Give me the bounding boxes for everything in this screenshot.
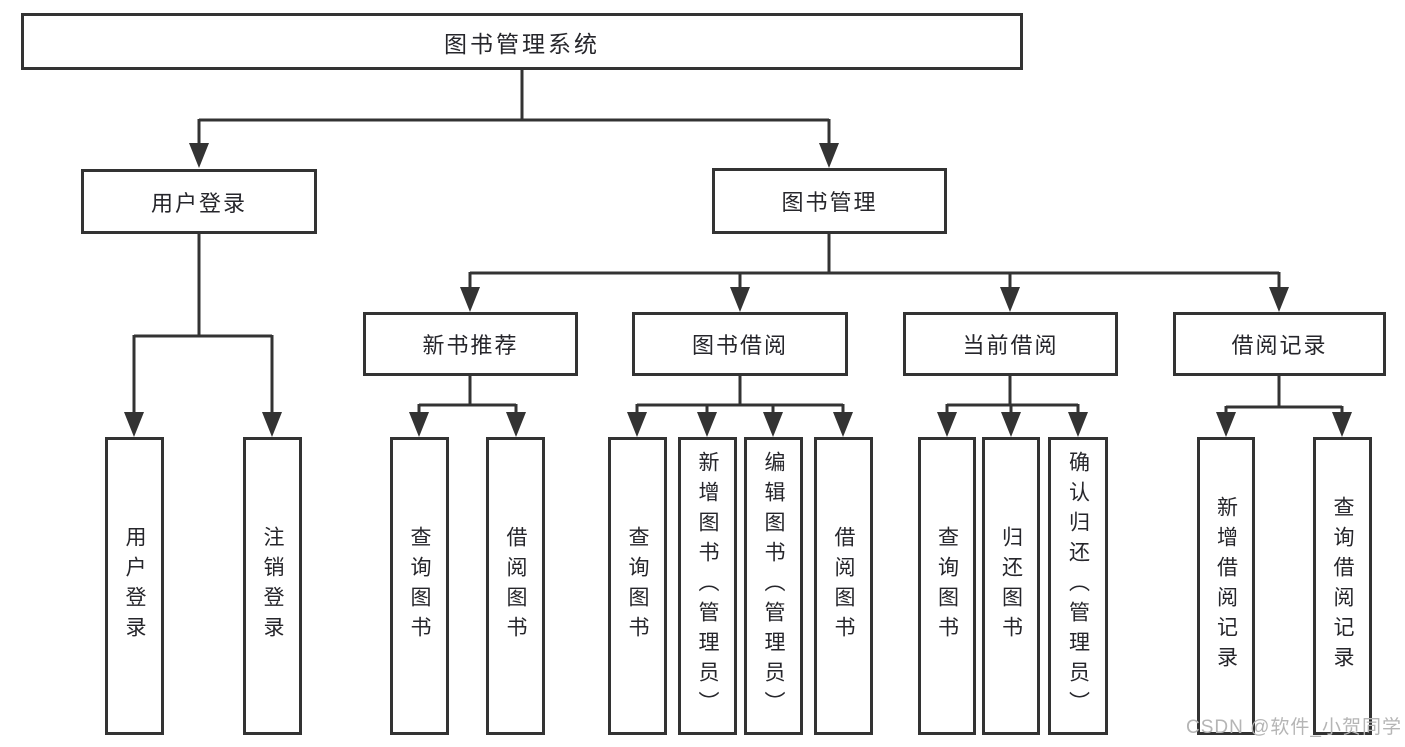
arrow-down-icon	[1332, 412, 1352, 437]
arrow-down-icon	[460, 287, 480, 312]
arrow-down-icon	[697, 412, 717, 437]
leaf-bb-borrow-books: 借阅图书	[814, 437, 873, 735]
node-book-borrow: 图书借阅	[632, 312, 848, 376]
node-user-login: 用户登录	[81, 169, 317, 234]
leaf-bb-add-books-admin: 新增图书（管理员）	[678, 437, 737, 735]
arrow-down-icon	[819, 143, 839, 168]
node-root: 图书管理系统	[21, 13, 1023, 70]
leaf-user-login: 用户登录	[105, 437, 164, 735]
node-book-management: 图书管理	[712, 168, 947, 234]
arrow-down-icon	[124, 412, 144, 437]
node-new-book-recommend: 新书推荐	[363, 312, 578, 376]
leaf-bb-edit-books-admin: 编辑图书（管理员）	[744, 437, 803, 735]
arrow-down-icon	[1269, 287, 1289, 312]
arrow-down-icon	[262, 412, 282, 437]
arrow-down-icon	[506, 412, 526, 437]
node-borrow-records: 借阅记录	[1173, 312, 1386, 376]
leaf-cb-confirm-return-admin: 确认归还（管理员）	[1048, 437, 1108, 735]
arrow-down-icon	[937, 412, 957, 437]
leaf-nb-borrow-books: 借阅图书	[486, 437, 545, 735]
leaf-cb-return-books: 归还图书	[982, 437, 1040, 735]
arrow-down-icon	[1068, 412, 1088, 437]
arrow-down-icon	[409, 412, 429, 437]
leaf-nb-query-books: 查询图书	[390, 437, 449, 735]
leaf-br-query-record: 查询借阅记录	[1313, 437, 1372, 735]
leaf-cb-query-books: 查询图书	[918, 437, 976, 735]
arrow-down-icon	[627, 412, 647, 437]
node-current-borrow: 当前借阅	[903, 312, 1118, 376]
arrow-down-icon	[730, 287, 750, 312]
arrow-down-icon	[189, 143, 209, 168]
leaf-logout-login: 注销登录	[243, 437, 302, 735]
arrow-down-icon	[763, 412, 783, 437]
arrow-down-icon	[1001, 412, 1021, 437]
leaf-br-add-record: 新增借阅记录	[1197, 437, 1255, 735]
watermark: CSDN @软件_小贺同学	[1186, 717, 1402, 738]
arrow-down-icon	[1216, 412, 1236, 437]
leaf-bb-query-books: 查询图书	[608, 437, 667, 735]
arrow-down-icon	[833, 412, 853, 437]
arrow-down-icon	[1000, 287, 1020, 312]
